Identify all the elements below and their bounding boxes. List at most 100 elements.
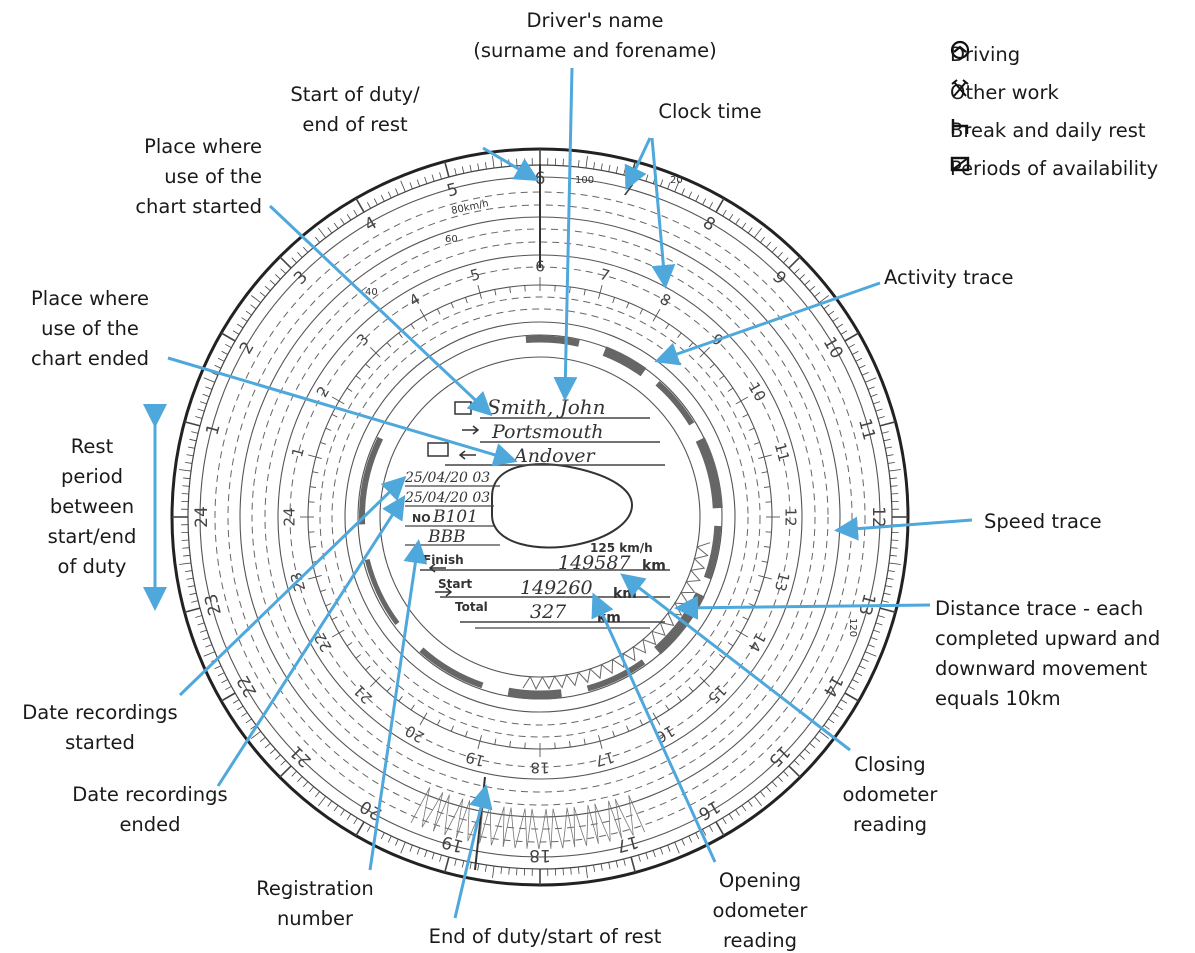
scale-tick xyxy=(484,162,487,170)
scale-tick xyxy=(638,854,641,862)
arrow-clock-time-2 xyxy=(650,137,676,289)
hour-numeral: 19 xyxy=(464,748,487,770)
scale-tick xyxy=(765,786,772,793)
inner-scale-tick xyxy=(509,741,511,748)
scale-tick xyxy=(366,202,372,209)
activity-trace-segment xyxy=(419,647,484,689)
scale-tick xyxy=(799,274,805,280)
inner-scale-tick xyxy=(583,289,586,296)
scale-tick xyxy=(355,197,365,213)
scale-tick xyxy=(203,377,215,383)
activity-trace-segment xyxy=(586,659,646,692)
scale-tick xyxy=(645,174,649,182)
inner-scale-tick xyxy=(699,346,711,358)
scale-tick xyxy=(753,227,762,238)
scale-tick xyxy=(250,730,261,739)
arrow-drivers-name xyxy=(553,67,578,401)
scale-tick xyxy=(828,310,835,316)
scale-tick xyxy=(195,615,203,618)
scale-tick xyxy=(858,665,866,670)
scale-tick xyxy=(387,835,392,843)
scale-tick xyxy=(777,252,783,258)
scale-tick xyxy=(250,295,261,304)
scale-tick xyxy=(443,161,450,178)
scale-tick xyxy=(823,724,830,730)
hour-numeral: 1 xyxy=(202,422,224,438)
scale-tick xyxy=(469,164,472,172)
inner-scale-tick xyxy=(419,308,428,322)
chart-reg-letters: BBB xyxy=(427,527,465,547)
scale-tick xyxy=(623,858,626,866)
scale-tick xyxy=(477,863,480,871)
scale-tick xyxy=(346,214,352,221)
inner-scale-tick xyxy=(410,704,415,711)
label-drivers-name: Driver's name(surname and forename) xyxy=(473,9,717,62)
inner-scale-tick xyxy=(419,712,428,726)
scale-tick xyxy=(741,805,747,812)
inner-scale-tick xyxy=(652,712,661,726)
label-start-of-duty: Start of duty/end of rest xyxy=(290,83,420,136)
hour-numeral: 5 xyxy=(468,265,482,285)
scale-tick xyxy=(241,712,248,717)
scale-tick xyxy=(630,856,637,873)
depot-icon xyxy=(427,442,449,457)
scale-tick xyxy=(870,637,878,641)
scale-tick xyxy=(889,554,897,557)
scale-tick xyxy=(585,865,588,878)
inner-scale-tick xyxy=(742,413,749,418)
scale-tick xyxy=(741,222,747,229)
scale-tick xyxy=(844,692,860,702)
scale-tick xyxy=(877,416,885,419)
scale-tick xyxy=(400,180,406,192)
scale-tick xyxy=(855,672,863,677)
scale-tick xyxy=(615,860,619,868)
scale-tick xyxy=(840,699,848,704)
hour-numeral: 14 xyxy=(744,629,769,655)
hour-numeral: 2 xyxy=(236,338,259,357)
inner-scale-tick xyxy=(464,730,468,737)
scale-tick xyxy=(279,765,292,778)
scale-tick xyxy=(182,485,190,487)
inner-scale-tick xyxy=(398,696,403,702)
scale-tick xyxy=(500,866,503,874)
inner-scale-tick xyxy=(639,719,644,726)
inner-scale-tick xyxy=(727,642,734,647)
hour-numeral: 8 xyxy=(699,213,718,236)
hour-numeral: 24 xyxy=(281,507,299,526)
scale-tick xyxy=(492,156,495,169)
hour-numeral: 17 xyxy=(593,748,616,770)
scale-tick xyxy=(197,408,205,412)
scale-tick xyxy=(297,776,303,782)
scale-tick xyxy=(865,651,877,657)
inner-scale-tick xyxy=(309,546,316,548)
scale-tick xyxy=(314,236,320,243)
chart-finish-label: Finish xyxy=(423,553,464,567)
scale-tick xyxy=(245,310,252,316)
arrow-left-icon xyxy=(428,563,446,573)
scale-tick xyxy=(862,658,869,662)
legend-driving: Driving xyxy=(950,40,1020,70)
hour-numeral: 7 xyxy=(598,265,612,285)
scale-tick xyxy=(184,607,201,614)
activity-trace-segment xyxy=(364,558,400,626)
scale-tick xyxy=(660,847,664,855)
inner-scale-tick xyxy=(386,686,392,692)
inner-scale-tick xyxy=(325,603,332,607)
scale-tick xyxy=(867,386,875,390)
label-end-of-duty: End of duty/start of rest xyxy=(428,925,662,948)
scale-tick xyxy=(862,372,869,376)
hour-numeral: 18 xyxy=(530,759,549,777)
scale-tick xyxy=(353,817,358,825)
scale-tick xyxy=(221,679,228,684)
inner-scale-tick xyxy=(719,654,725,659)
scale-tick xyxy=(232,699,240,704)
scale-tick xyxy=(241,317,248,322)
arrow-place-ended xyxy=(167,356,518,467)
arrow-right-icon xyxy=(462,425,480,435)
scale-tick xyxy=(865,377,877,383)
activity-trace-segment xyxy=(703,525,722,580)
scale-tick xyxy=(340,809,345,816)
